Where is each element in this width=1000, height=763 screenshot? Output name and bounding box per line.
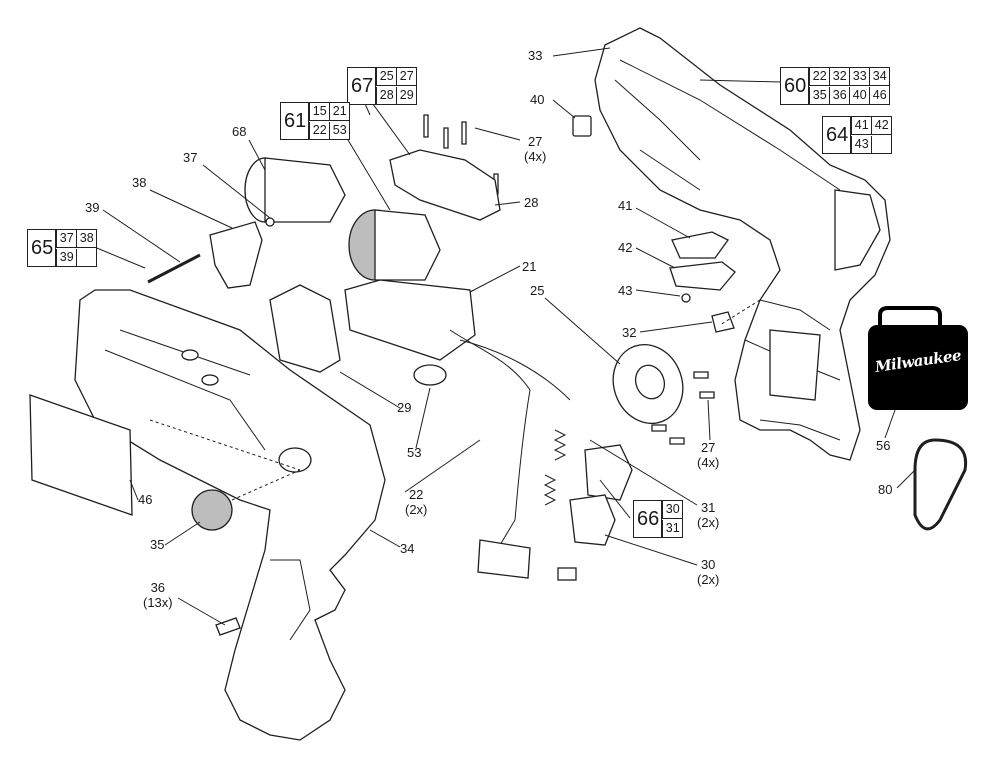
part-21-controller — [344, 279, 476, 361]
part-39-shaft — [147, 253, 201, 284]
callout-21: 21 — [522, 259, 537, 274]
right-housing-half — [594, 27, 891, 461]
part-61-stator — [348, 209, 441, 281]
callout-34: 34 — [400, 541, 415, 556]
part-38-handle — [209, 221, 263, 289]
callout-41: 41 — [618, 198, 633, 213]
part-27-screws-lower — [651, 371, 715, 445]
part-30-button-upper — [584, 444, 633, 501]
callout-36: 36(13x) — [143, 580, 173, 610]
terminal-clip — [557, 567, 577, 581]
part-31-springs — [543, 429, 567, 506]
callout-38: 38 — [132, 175, 147, 190]
part-29-gear-case — [269, 284, 341, 373]
callout-42: 42 — [618, 240, 633, 255]
part-35-vent-cap — [191, 489, 233, 531]
part-53-washer — [413, 364, 447, 386]
kit-66: 66 30 31 — [633, 500, 684, 538]
part-42-plate — [669, 261, 736, 291]
part-40-switch — [572, 115, 592, 137]
callout-27-upper: 27(4x) — [524, 134, 547, 164]
part-32-clip — [711, 311, 735, 333]
callout-33: 33 — [528, 48, 543, 63]
callout-29: 29 — [397, 400, 412, 415]
callout-28: 28 — [524, 195, 539, 210]
wiring-harness-branch — [459, 339, 571, 401]
part-46-label — [29, 394, 133, 516]
callout-31: 31(2x) — [697, 500, 720, 530]
part-27-screws-upper — [423, 114, 499, 195]
callout-27-lower: 27(4x) — [697, 440, 720, 470]
leader-lines — [91, 47, 916, 626]
callout-37: 37 — [183, 150, 198, 165]
callout-25: 25 — [530, 283, 545, 298]
callout-39: 39 — [85, 200, 100, 215]
callout-22: 22(2x) — [405, 487, 428, 517]
callout-43: 43 — [618, 283, 633, 298]
callout-35: 35 — [150, 537, 165, 552]
callout-68: 68 — [232, 124, 247, 139]
callout-40: 40 — [530, 92, 545, 107]
callout-32: 32 — [622, 325, 637, 340]
part-30-button-lower — [569, 494, 616, 546]
part-68-motor-fan — [244, 157, 346, 223]
callout-46: 46 — [138, 492, 153, 507]
wiring-harness — [449, 329, 531, 546]
part-37-pin — [265, 217, 275, 227]
part-36-screw — [215, 617, 241, 636]
callout-56: 56 — [876, 438, 891, 453]
callout-53: 53 — [407, 445, 422, 460]
callout-30: 30(2x) — [697, 557, 720, 587]
part-56-carry-case — [868, 306, 968, 410]
part-43-screw — [681, 293, 691, 303]
callout-80: 80 — [878, 482, 893, 497]
part-28-gear-housing — [389, 149, 501, 221]
part-25-bearing-plate — [612, 344, 684, 424]
battery-terminal — [477, 539, 531, 579]
part-80-carabiner — [913, 438, 968, 531]
part-41-plate — [671, 231, 729, 259]
